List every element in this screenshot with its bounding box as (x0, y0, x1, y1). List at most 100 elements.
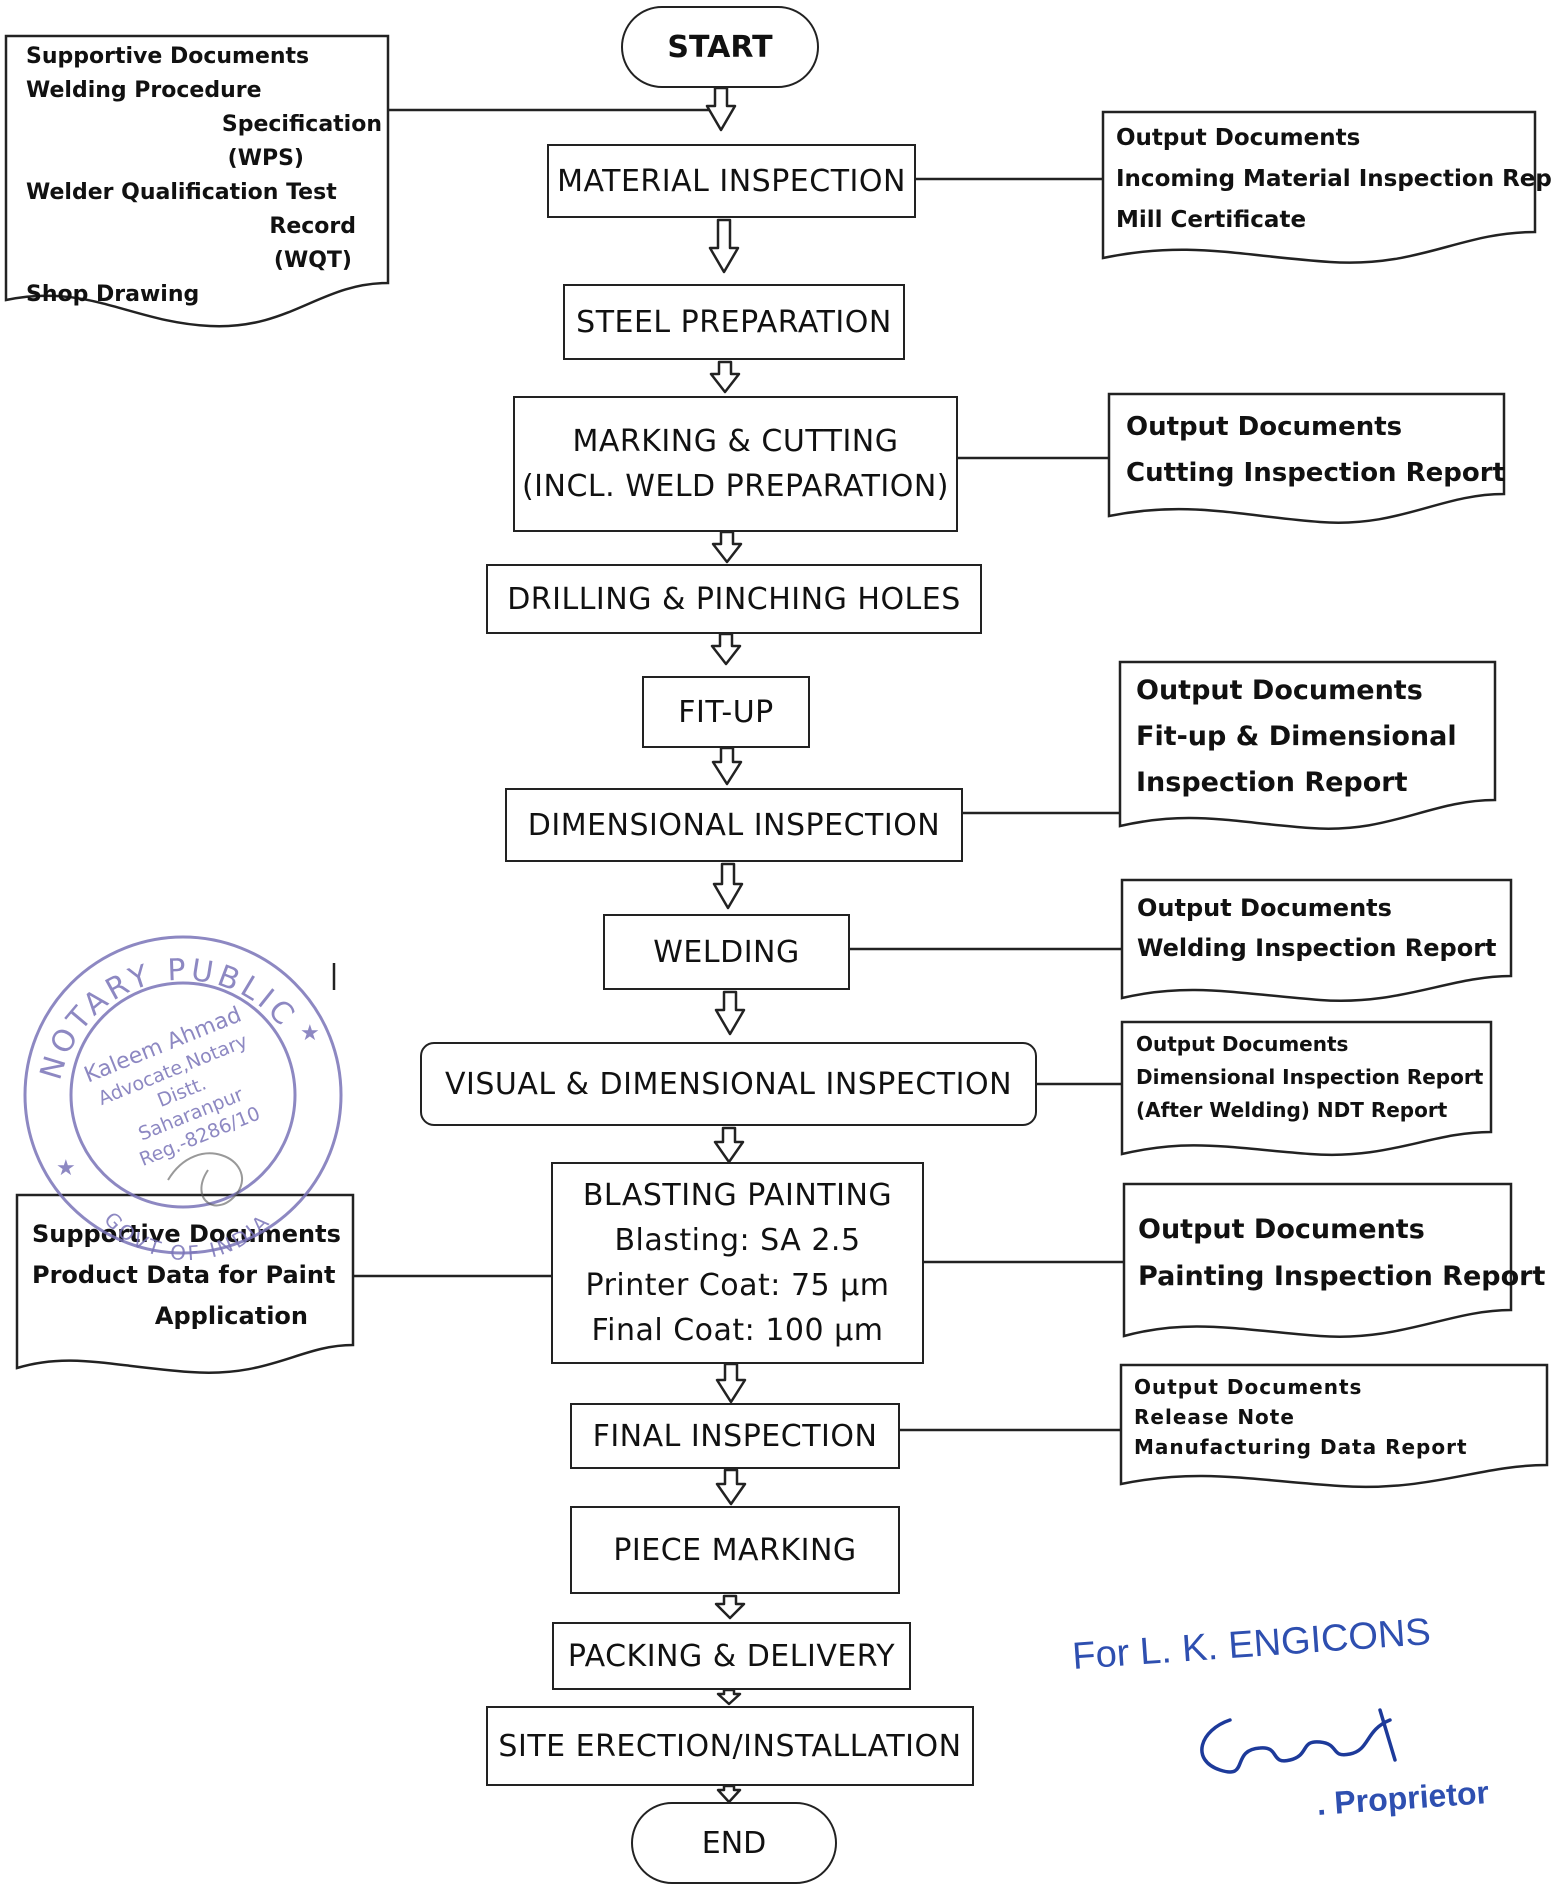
step-label-line1: MARKING & CUTTING (572, 424, 899, 459)
doc-line: Dimensional Inspection Report (1136, 1065, 1484, 1089)
doc-line: Painting Inspection Report (1138, 1261, 1546, 1292)
step-material-inspection: MATERIAL INSPECTION (547, 144, 916, 218)
star-icon: ★ (56, 1156, 76, 1181)
notary-stamp: NOTARY PUBLIC GOVT OF INDIA Kaleem Ahmad… (23, 935, 343, 1260)
doc-line: Mill Certificate (1116, 207, 1307, 233)
step-drilling-pinching: DRILLING & PINCHING HOLES (486, 564, 982, 634)
doc-heading: Supportive Documents (26, 44, 310, 69)
doc-output-material: Output Documents Incoming Material Inspe… (1116, 118, 1551, 241)
doc-heading: Output Documents (1136, 675, 1423, 706)
arrow-steel-to-marking (709, 360, 741, 394)
step-label: STEEL PREPARATION (576, 304, 892, 340)
doc-heading: Output Documents (1116, 125, 1361, 151)
doc-line: Welder Qualification Test (26, 180, 337, 205)
stamp-footer: GOVT OF INDIA (99, 1207, 272, 1260)
step-fit-up: FIT-UP (642, 676, 810, 748)
doc-supportive-top: Supportive Documents Welding Procedure S… (26, 40, 382, 312)
step-label: MATERIAL INSPECTION (557, 163, 906, 199)
doc-line: Cutting Inspection Report (1126, 458, 1505, 488)
step-dimensional-inspection: DIMENSIONAL INSPECTION (505, 788, 963, 862)
arrow-blasting-to-final (715, 1362, 747, 1404)
step-label: FINAL INSPECTION (592, 1418, 878, 1454)
step-label: DRILLING & PINCHING HOLES (507, 581, 961, 617)
step-marking-cutting: MARKING & CUTTING (INCL. WELD PREPARATIO… (513, 396, 958, 532)
doc-output-cutting: Output Documents Cutting Inspection Repo… (1126, 404, 1505, 496)
doc-output-fitup: Output Documents Fit-up & Dimensional In… (1136, 668, 1457, 806)
step-label: FIT-UP (678, 694, 774, 730)
doc-shape-output-fitup (1118, 660, 1497, 830)
arrow-piece-to-packing (714, 1594, 746, 1620)
step-label: VISUAL & DIMENSIONAL INSPECTION (444, 1066, 1013, 1102)
doc-line: Record (269, 214, 356, 239)
arrow-drilling-to-fitup (710, 632, 742, 666)
step-blasting-painting: BLASTING PAINTING Blasting: SA 2.5 Print… (551, 1162, 924, 1364)
end-terminator: END (631, 1802, 837, 1884)
start-terminator: START (621, 6, 819, 88)
arrow-start-to-material (705, 86, 737, 132)
step-site-erection: SITE ERECTION/INSTALLATION (486, 1706, 974, 1786)
doc-shape-output-material (1101, 110, 1537, 264)
doc-line: Inspection Report (1136, 767, 1408, 798)
doc-shape-output-welding (1120, 878, 1513, 1002)
doc-shape-output-cutting (1107, 392, 1506, 524)
arrow-welding-to-visual (714, 990, 746, 1036)
doc-heading: Output Documents (1136, 1032, 1349, 1056)
doc-output-painting: Output Documents Painting Inspection Rep… (1138, 1206, 1545, 1300)
step-label-line3: Printer Coat: 75 µm (585, 1268, 890, 1303)
doc-shape-supportive-paint (15, 1193, 355, 1374)
doc-line: (WPS) (227, 146, 304, 171)
doc-line: Release Note (1134, 1405, 1295, 1429)
doc-heading: Output Documents (1137, 894, 1392, 922)
step-label: PACKING & DELIVERY (567, 1638, 896, 1674)
doc-heading: Output Documents (1126, 412, 1403, 442)
start-label: START (667, 29, 773, 65)
step-label-line2: Blasting: SA 2.5 (614, 1223, 861, 1258)
arrow-site-to-end (716, 1784, 742, 1804)
arrow-fitup-to-dimensional (711, 746, 743, 786)
doc-line: Incoming Material Inspection Report (1116, 166, 1551, 192)
doc-shape-output-final (1119, 1363, 1549, 1489)
step-label: PIECE MARKING (613, 1532, 857, 1568)
doc-shape-supportive-top (4, 34, 390, 328)
arrow-final-to-piece (715, 1468, 747, 1506)
doc-line: Specification (221, 112, 382, 137)
doc-output-final: Output Documents Release Note Manufactur… (1134, 1372, 1468, 1462)
step-piece-marking: PIECE MARKING (570, 1506, 900, 1594)
doc-shape-output-visual (1120, 1020, 1493, 1157)
doc-heading: Output Documents (1134, 1375, 1363, 1399)
step-welding: WELDING (603, 914, 850, 990)
arrow-visual-to-blasting (713, 1126, 745, 1164)
handwritten-signature (1200, 1708, 1397, 1774)
arrow-packing-to-site (716, 1688, 742, 1706)
doc-line: Application (154, 1302, 308, 1330)
step-visual-dimensional-inspection: VISUAL & DIMENSIONAL INSPECTION (420, 1042, 1037, 1126)
doc-output-visual: Output Documents Dimensional Inspection … (1136, 1028, 1483, 1127)
step-steel-preparation: STEEL PREPARATION (563, 284, 905, 360)
doc-line: Product Data for Paint (32, 1261, 336, 1289)
step-label: WELDING (653, 934, 800, 970)
step-packing-delivery: PACKING & DELIVERY (552, 1622, 911, 1690)
doc-line: (After Welding) NDT Report (1136, 1098, 1448, 1122)
step-label-line1: BLASTING PAINTING (582, 1178, 893, 1213)
svg-text:GOVT OF INDIA: GOVT OF INDIA (99, 1207, 275, 1260)
doc-heading: Supportive Documents (32, 1220, 341, 1248)
doc-line: Manufacturing Data Report (1134, 1435, 1468, 1459)
doc-heading: Output Documents (1138, 1214, 1425, 1245)
doc-line: (WQT) (273, 248, 352, 273)
step-final-inspection: FINAL INSPECTION (570, 1403, 900, 1469)
doc-line: Welding Inspection Report (1137, 934, 1497, 962)
doc-line: Fit-up & Dimensional (1136, 721, 1457, 752)
doc-supportive-paint: Supportive Documents Product Data for Pa… (32, 1214, 342, 1337)
step-label-line2: (INCL. WELD PREPARATION) (521, 469, 950, 504)
step-label: DIMENSIONAL INSPECTION (527, 807, 941, 843)
end-label: END (701, 1825, 767, 1861)
step-label-line4: Final Coat: 100 µm (591, 1313, 884, 1348)
step-label: SITE ERECTION/INSTALLATION (498, 1728, 962, 1764)
arrow-dimensional-to-welding (712, 862, 744, 910)
doc-line: Shop Drawing (26, 282, 200, 307)
arrow-material-to-steel (708, 218, 740, 274)
doc-line: Welding Procedure (26, 78, 262, 103)
doc-shape-output-painting (1122, 1182, 1513, 1338)
